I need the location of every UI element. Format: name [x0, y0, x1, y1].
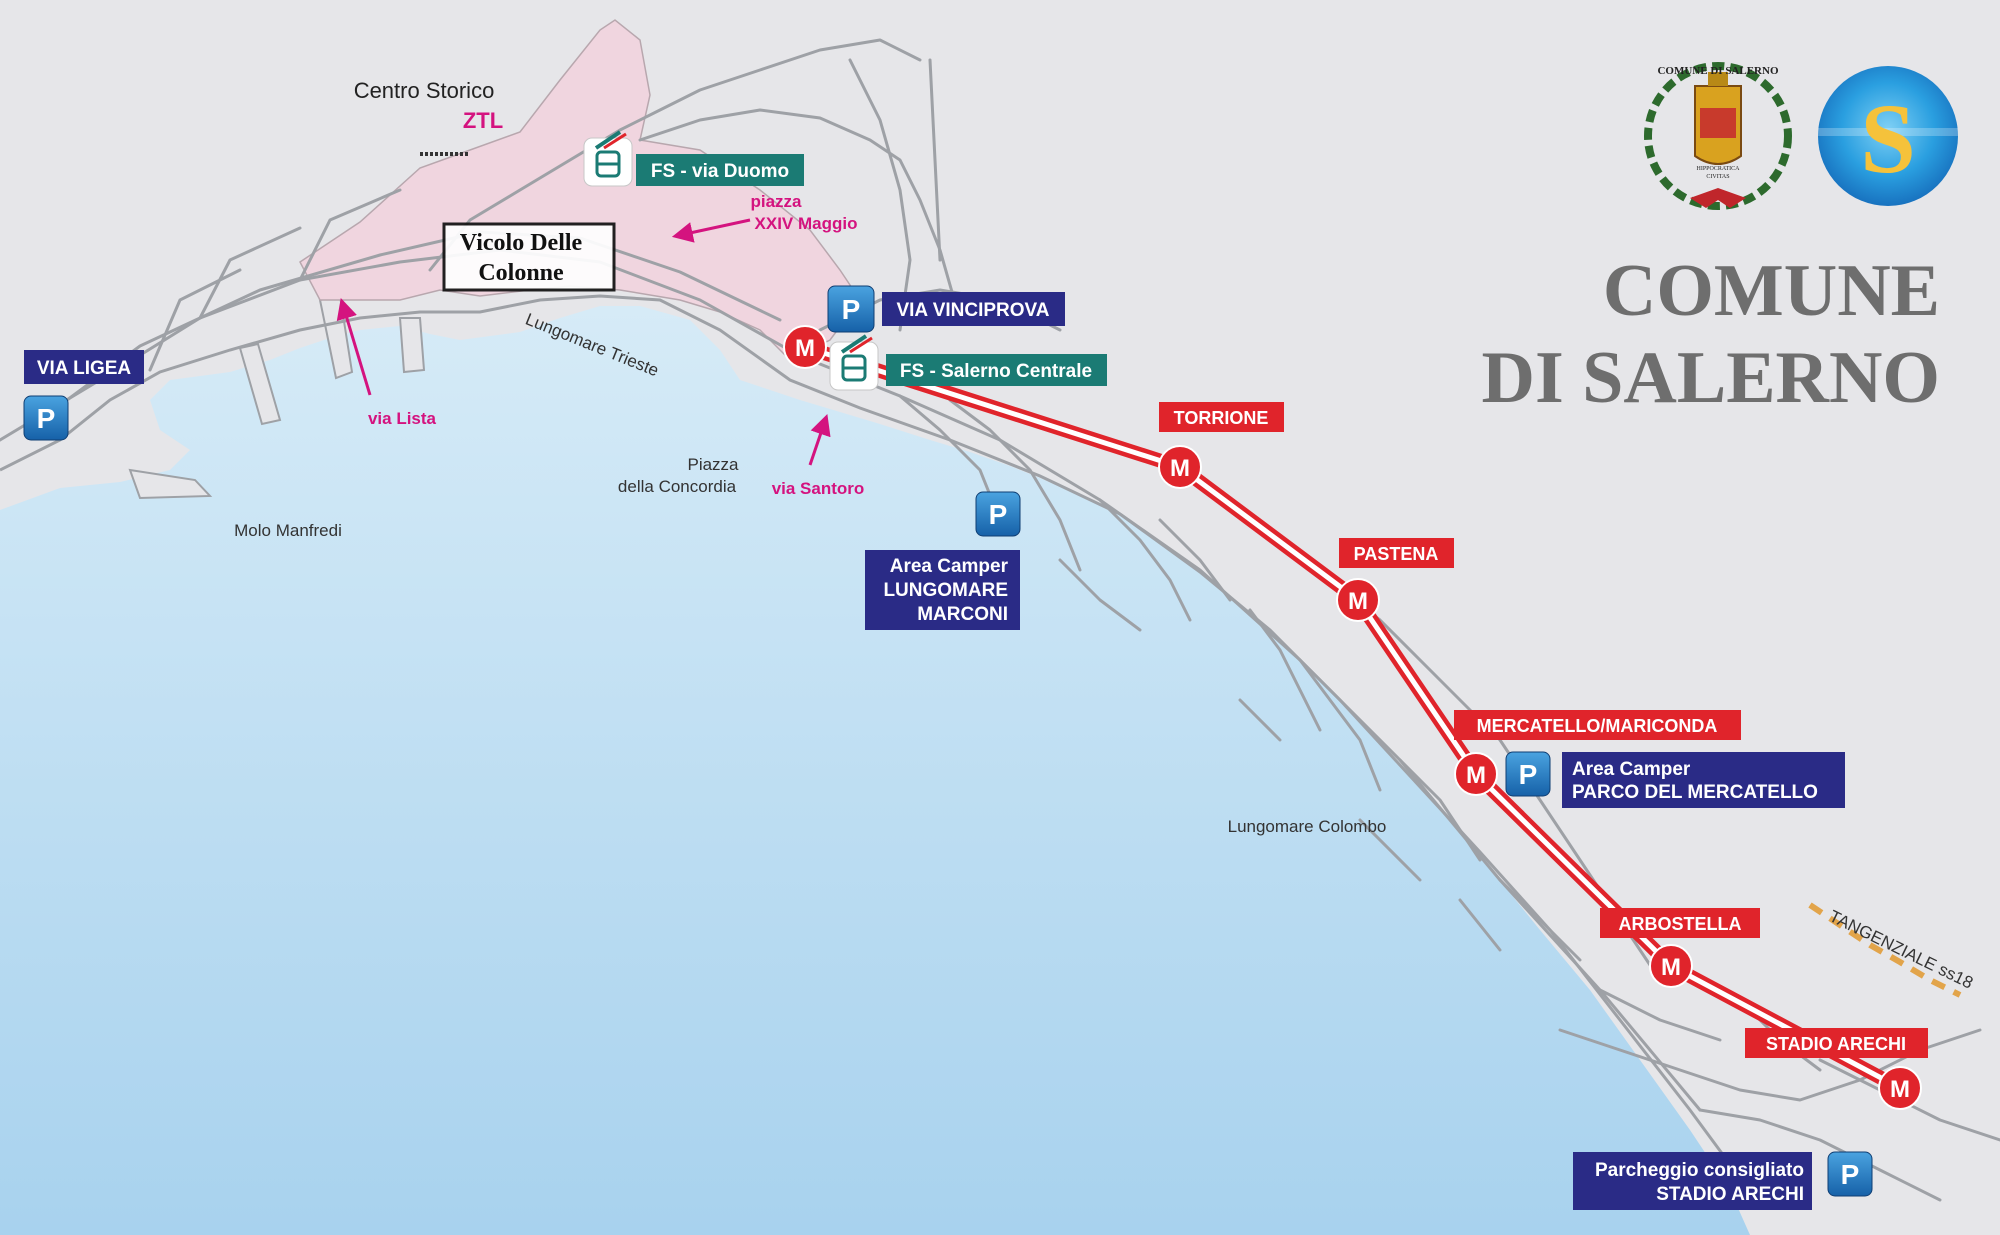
metro-stop-tag	[1454, 710, 1741, 740]
metro-stop-label: STADIO ARECHI	[1766, 1034, 1906, 1054]
comune-crest-logo: COMUNE DI SALERNO HIPPOCRATICA CIVITAS	[1644, 62, 1792, 210]
station-centrale-label: FS - Salerno Centrale	[900, 361, 1092, 382]
pointer-arrows	[336, 218, 831, 466]
station-centrale[interactable]: FS - Salerno Centrale	[829, 334, 1107, 391]
parking-stadio-arechi-label-1: Parcheggio consigliato	[1595, 1160, 1804, 1181]
title-line-2: DI SALERNO	[1482, 337, 1941, 419]
parking-icon	[1827, 1151, 1873, 1197]
parking-lungomare-marconi-label-3: MARCONI	[917, 604, 1008, 625]
parking-via-ligea-tag	[24, 350, 144, 384]
metro-icon	[1649, 944, 1693, 988]
parking-parco-mercatello[interactable]: P Area Camper PARCO DEL MERCATELLO	[1505, 751, 1845, 808]
station-centrale-tag	[886, 354, 1107, 386]
parking-lungomare-marconi-tag	[865, 550, 1020, 630]
historic-center	[299, 19, 861, 361]
station-duomo-label: FS - via Duomo	[651, 161, 789, 182]
metro-stop-label: MERCATELLO/MARICONDA	[1477, 716, 1718, 736]
svg-text:P: P	[989, 499, 1008, 530]
svg-text:M: M	[1170, 455, 1190, 482]
via-lista-label: via Lista	[368, 409, 437, 428]
parking-stadio-arechi-tag	[1573, 1152, 1812, 1210]
svg-text:M: M	[1466, 762, 1486, 789]
station-duomo[interactable]: FS - via Duomo	[583, 130, 804, 187]
vicolo-line-1: Vicolo Delle	[460, 230, 583, 256]
piazza-xxiv-label-2: XXIV Maggio	[755, 214, 858, 233]
metro-icon	[1158, 445, 1202, 489]
metro-stop-arbostella[interactable]: ARBOSTELLA M	[1600, 908, 1760, 988]
metro-stop-tag	[1339, 538, 1454, 568]
centro-storico-label: Centro Storico	[354, 78, 495, 103]
parking-lungomare-marconi-label-2: LUNGOMARE	[883, 580, 1008, 601]
via-santoro-label: via Santoro	[772, 479, 865, 498]
parking-stadio-arechi-label-2: STADIO ARECHI	[1656, 1184, 1804, 1205]
crest-ring-text: COMUNE DI SALERNO	[1657, 65, 1778, 77]
tangenziale-road	[1808, 902, 1962, 998]
train-icon	[583, 130, 633, 187]
metro-stop-torrione[interactable]: TORRIONE M	[1158, 402, 1284, 489]
s-logo-letter: S	[1860, 83, 1916, 194]
crest-motto-1: HIPPOCRATICA	[1696, 166, 1740, 172]
svg-text:M: M	[1348, 588, 1368, 615]
parking-via-vinciprova[interactable]: P VIA VINCIPROVA	[827, 285, 1065, 333]
svg-text:M: M	[1890, 1076, 1910, 1103]
metro-line	[802, 340, 1904, 1095]
lungomare-colombo-label: Lungomare Colombo	[1228, 817, 1387, 836]
parking-icon	[23, 395, 69, 441]
svg-text:M: M	[795, 335, 815, 362]
crest-motto-2: CIVITAS	[1706, 174, 1729, 180]
parking-via-vinciprova-label: VIA VINCIPROVA	[896, 300, 1049, 321]
parking-lungomare-marconi-label-1: Area Camper	[890, 556, 1009, 577]
parking-parco-mercatello-label-1: Area Camper	[1572, 759, 1691, 780]
svg-text:P: P	[842, 294, 861, 325]
parking-via-vinciprova-tag	[882, 292, 1065, 326]
metro-icon	[1454, 752, 1498, 796]
parking-lungomare-marconi[interactable]: P Area Camper LUNGOMARE MARCONI	[865, 491, 1021, 630]
metro-stop-label: TORRIONE	[1174, 408, 1269, 428]
svg-text:P: P	[1519, 759, 1538, 790]
parking-parco-mercatello-tag	[1562, 752, 1845, 808]
parking-via-ligea-label: VIA LIGEA	[37, 358, 132, 379]
metro-icon	[1336, 578, 1380, 622]
metro-icon	[783, 325, 827, 369]
metro-stop-pastena[interactable]: PASTENA M	[1336, 538, 1454, 622]
train-icon	[829, 334, 879, 391]
pointer-arrow-icon	[671, 218, 751, 243]
parking-parco-mercatello-label-2: PARCO DEL MERCATELLO	[1572, 782, 1818, 803]
parking-icon	[1505, 751, 1551, 797]
svg-text:M: M	[1661, 954, 1681, 981]
metro-stop-tag	[1745, 1028, 1928, 1058]
sea	[0, 306, 1750, 1235]
metro-stop-tag	[1600, 908, 1760, 938]
pointer-arrow-icon	[808, 414, 831, 466]
piazza-concordia-label-1: Piazza	[687, 455, 739, 474]
title-line-1: COMUNE	[1603, 250, 1940, 332]
piazza-concordia-label-2: della Concordia	[618, 477, 737, 496]
metro-stop-stadio-arechi[interactable]: STADIO ARECHI M	[1745, 1028, 1928, 1110]
metro-stop-label: PASTENA	[1354, 544, 1439, 564]
piazza-xxiv-label-1: piazza	[750, 192, 802, 211]
svg-text:P: P	[37, 403, 56, 434]
molo-manfredi-label: Molo Manfredi	[234, 521, 342, 540]
metro-icon	[1878, 1066, 1922, 1110]
parking-stadio-arechi[interactable]: Parcheggio consigliato STADIO ARECHI P	[1573, 1151, 1873, 1210]
salerno-s-logo: S	[1818, 66, 1958, 206]
vicolo-line-2: Colonne	[478, 260, 564, 286]
svg-text:P: P	[1841, 1159, 1860, 1190]
ztl-label: ZTL	[463, 108, 503, 133]
metro-stop-tag	[1159, 402, 1284, 432]
metro-stop-mercatello[interactable]: MERCATELLO/MARICONDA M	[1454, 710, 1741, 796]
parking-via-ligea[interactable]: VIA LIGEA P	[23, 350, 144, 441]
metro-stop-label: ARBOSTELLA	[1619, 914, 1742, 934]
vicolo-highlight-box[interactable]	[442, 222, 616, 292]
parking-icon	[975, 491, 1021, 537]
parking-icon	[827, 285, 875, 333]
pointer-arrow-icon	[336, 297, 372, 396]
port-piers	[128, 294, 426, 500]
station-duomo-tag	[636, 154, 804, 186]
metro-icon-centrale[interactable]: M	[783, 325, 827, 369]
